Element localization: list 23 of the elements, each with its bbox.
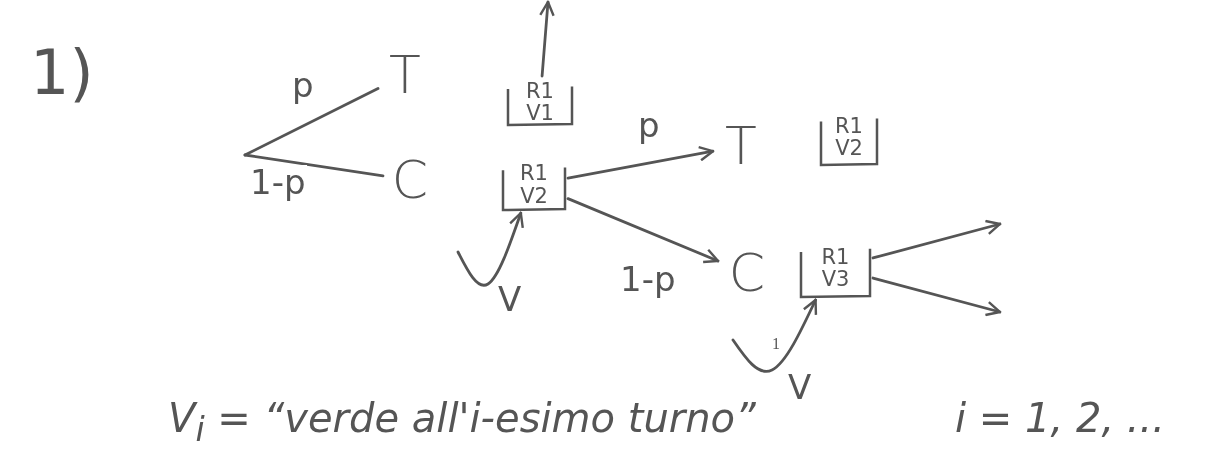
outcome-label: C <box>718 240 776 306</box>
arrow <box>456 211 524 287</box>
box-text: V3 <box>821 268 850 291</box>
box-text: R1 <box>520 162 548 185</box>
arrow <box>871 219 1002 260</box>
box-text: R1 <box>526 79 554 102</box>
box-text: V1 <box>526 102 554 125</box>
box-text: V2 <box>520 184 548 207</box>
arrow <box>731 298 818 373</box>
outcome-label: T <box>713 118 769 174</box>
note-text: i = 1, 2, ... <box>955 398 1165 438</box>
problem-number: 1) <box>30 42 94 104</box>
outcome-label: T <box>378 45 432 105</box>
arrow <box>566 145 715 180</box>
arrow <box>539 0 555 78</box>
box-text: R1 <box>821 245 850 268</box>
outcome-label: C <box>383 150 437 210</box>
note-text: V$_{i}$ = “verde all'i-esimo turno” <box>168 398 756 447</box>
arrow <box>871 276 1002 317</box>
box-text: R1 <box>835 114 863 137</box>
page-number: 1 <box>772 336 780 352</box>
arrow <box>566 197 720 264</box>
box-text: V2 <box>835 137 863 160</box>
